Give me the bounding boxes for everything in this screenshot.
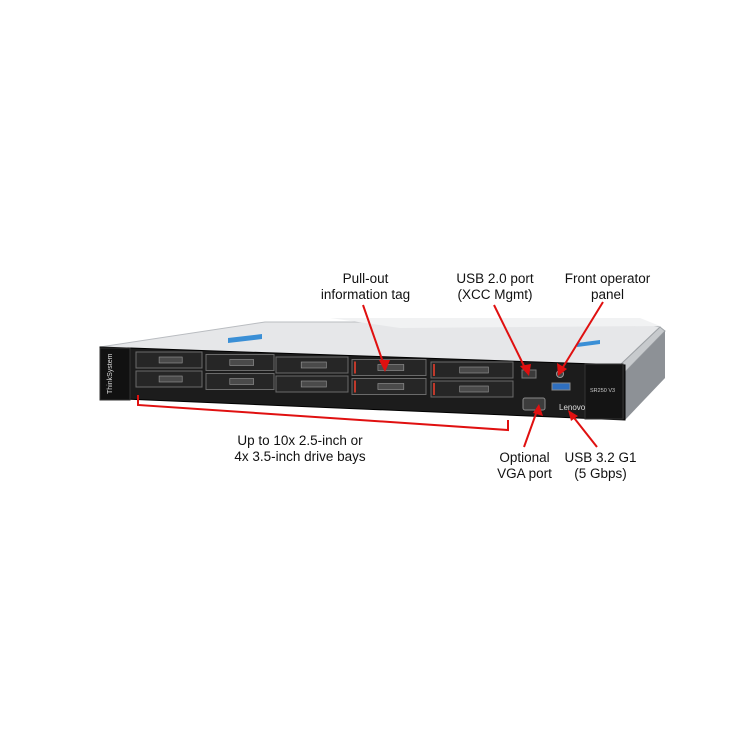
- usb3-leader: [570, 413, 598, 448]
- drive-bay-latch: [158, 356, 183, 364]
- pullout-tag-arrowhead: [379, 360, 390, 372]
- callout-drive-bays: Up to 10x 2.5-inch or 4x 3.5-inch drive …: [234, 433, 366, 464]
- drive-bay-latch: [459, 385, 489, 393]
- vga-arrowhead: [533, 404, 543, 416]
- vga-port: [522, 397, 546, 411]
- front-panel-arrowhead: [557, 363, 567, 376]
- drive-bay-release-tab: [354, 361, 356, 374]
- vga-leader: [523, 407, 539, 448]
- callout-usb2-port: USB 2.0 port (XCC Mgmt): [456, 271, 534, 302]
- pullout-tag-leader: [362, 304, 386, 369]
- drive-bays-bracket: [137, 395, 509, 432]
- drive-bay-release-tab: [354, 380, 356, 393]
- drive-bay-latch: [300, 380, 327, 388]
- drive-bay-latch: [229, 378, 254, 385]
- drive-bay-latch: [459, 366, 489, 374]
- drive-bay-release-tab: [433, 364, 435, 376]
- chassis-side-rear: [625, 331, 665, 420]
- top-label-blue: [577, 340, 600, 347]
- usb2-arrowhead: [520, 364, 531, 376]
- brand-right-text: Lenovo: [559, 403, 586, 412]
- brand-left-text: ThinkSystem: [107, 353, 114, 394]
- callout-vga-port: Optional VGA port: [497, 450, 552, 481]
- usb3-port: [551, 382, 571, 391]
- drive-bay-latch: [377, 364, 405, 371]
- top-label-blue: [228, 334, 262, 343]
- left-rack-ear: [99, 347, 131, 401]
- chassis-top-shade: [330, 318, 660, 328]
- drive-bay-latch: [377, 383, 405, 390]
- drive-bay-release-tab: [433, 383, 435, 395]
- callout-usb3-port: USB 3.2 G1 (5 Gbps): [564, 450, 637, 481]
- model-text: SR250 V3: [590, 388, 615, 394]
- drive-bay-latch: [158, 375, 183, 383]
- drive-bay-latch: [300, 361, 327, 369]
- callout-front-panel: Front operator panel: [564, 271, 651, 302]
- usb2-leader: [493, 304, 528, 373]
- usb3-arrowhead: [568, 410, 578, 421]
- right-rack-ear: [584, 363, 624, 420]
- front-panel-leader: [559, 301, 604, 373]
- callout-pullout-tag: Pull-out information tag: [320, 271, 411, 302]
- drive-bays: [135, 351, 514, 398]
- drive-bay-latch: [229, 359, 254, 366]
